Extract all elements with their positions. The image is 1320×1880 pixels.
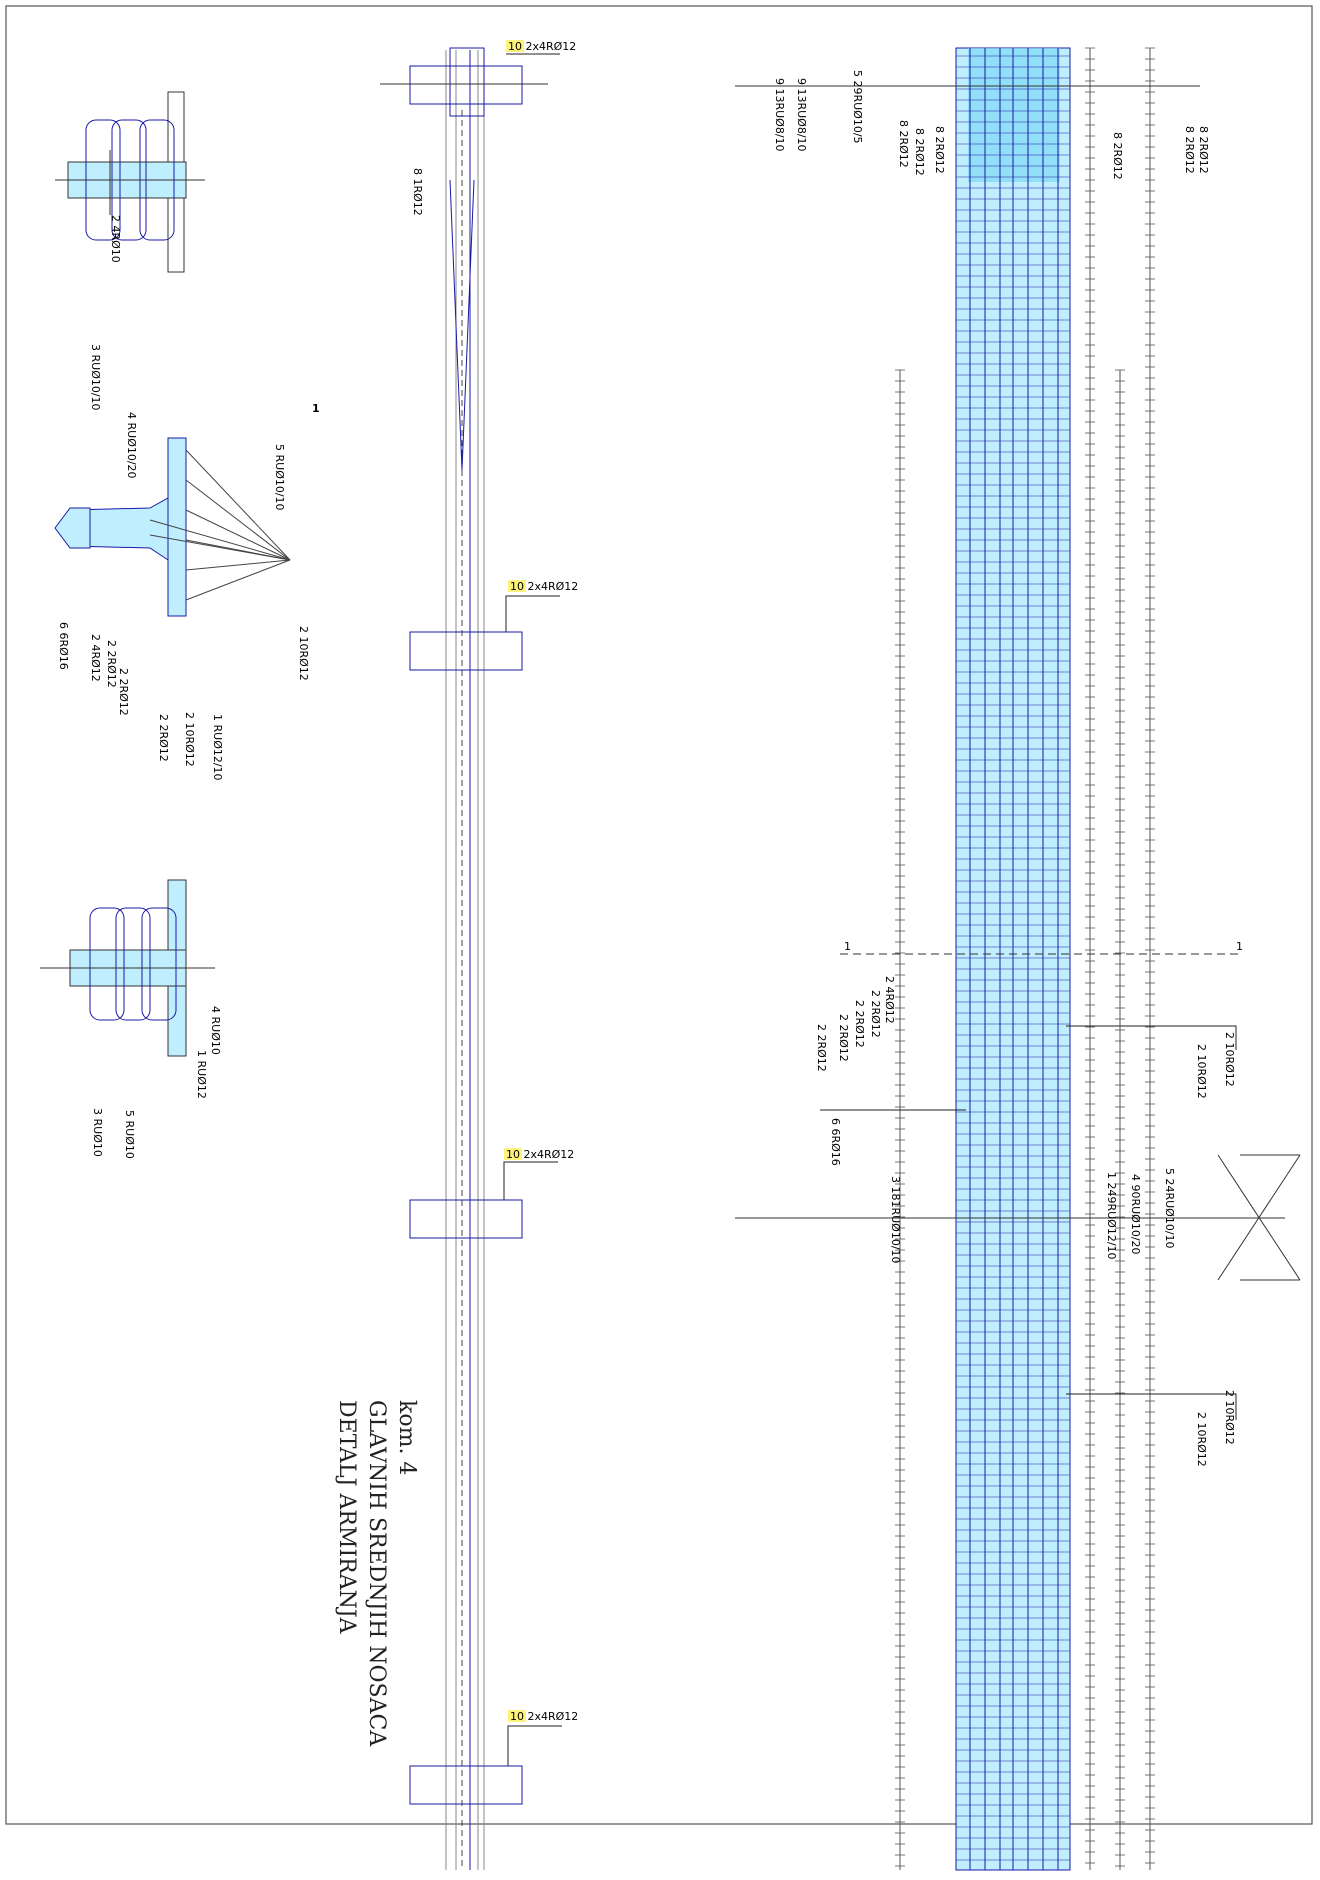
cross-section-middle — [54, 437, 291, 617]
sheet-border — [5, 5, 1313, 1825]
rebar-label: 10 2x4RØ12 — [508, 40, 576, 53]
rebar-label: 3 181RUØ10/10 — [889, 1176, 902, 1264]
rebar-label: 10 2x4RØ12 — [510, 580, 578, 593]
rebar-label: 4 RUØ10/20 — [125, 412, 138, 479]
dimension-ticks — [895, 47, 1155, 1867]
rebar-label: 2 10RØ12 — [1223, 1032, 1236, 1087]
rebar-label: 8 1RØ12 — [411, 168, 424, 216]
rebar-label: 5 29RUØ10/5 — [851, 70, 864, 144]
rebar-label: 8 2RØ12 — [933, 126, 946, 174]
rebar-label: 10 2x4RØ12 — [510, 1710, 578, 1723]
rebar-label: 3 RUØ10/10 — [89, 344, 102, 411]
rebar-label: 4 90RUØ10/20 — [1129, 1174, 1142, 1255]
rebar-label: 5 RUØ10/10 — [273, 444, 286, 511]
rebar-label: 2 10RØ12 — [1223, 1390, 1236, 1445]
rebar-label: 2 10RØ12 — [1195, 1412, 1208, 1467]
rebar-label: 6 6RØ16 — [829, 1118, 842, 1166]
rebar-label: 10 2x4RØ12 — [506, 1148, 574, 1161]
title-line-2: GLAVNIH SREDNJIH NOSACA — [364, 1400, 389, 1747]
mid-label-group: 10 2x4RØ12 8 1RØ12 10 2x4RØ12 10 2x4RØ12… — [411, 40, 578, 1723]
stirrup-lines — [956, 55, 1070, 1861]
rebar-label: 1 249RUØ12/10 — [1105, 1172, 1118, 1260]
rebar-label: 8 2RØ12 — [1111, 132, 1124, 180]
rebar-label: 2 2RØ12 — [853, 1000, 866, 1048]
rebar-label: 5 24RUØ10/10 — [1163, 1168, 1176, 1249]
cross-section-top — [55, 91, 205, 273]
section-marker: 1 — [844, 940, 851, 953]
rebar-label: 9 13RUØ8/10 — [773, 78, 786, 152]
rebar-label: 5 RUØ10 — [123, 1110, 136, 1159]
rebar-label: 2 2RØ12 — [837, 1014, 850, 1062]
beam-elevation — [380, 47, 548, 1870]
right-label-group: 5 29RUØ10/5 9 13RUØ8/10 9 13RUØ8/10 8 2R… — [773, 70, 1236, 1467]
rebar-label: 2 2RØ12 — [815, 1024, 828, 1072]
beam-plan — [735, 47, 1301, 1871]
rebar-label: 8 2RØ12 — [1183, 126, 1196, 174]
rebar-label: 9 13RUØ8/10 — [795, 78, 808, 152]
left-label-group: 2 4RØ10 3 RUØ10/10 4 RUØ10/20 5 RUØ10/10… — [57, 215, 310, 1159]
rebar-label: 4 RUØ10 — [209, 1006, 222, 1055]
rebar-label: 2 2RØ12 — [869, 990, 882, 1038]
rebar-label: 1 RUØ12/10 — [211, 714, 224, 781]
rebar-label: 8 2RØ12 — [913, 128, 926, 176]
rebar-label: 3 RUØ10 — [91, 1108, 104, 1157]
rebar-label: 2 10RØ12 — [297, 626, 310, 681]
rebar-label: 1 RUØ12 — [195, 1050, 208, 1099]
rebar-label: 2 2RØ12 — [117, 668, 130, 716]
rebar-label: 2 4RØ10 — [109, 215, 122, 263]
rebar-label: 2 4RØ12 — [89, 634, 102, 682]
rebar-label: 2 10RØ12 — [183, 712, 196, 767]
rebar-label: 2 2RØ12 — [105, 640, 118, 688]
cross-section-bottom — [40, 879, 215, 1057]
rebar-label: 8 2RØ12 — [1197, 126, 1210, 174]
leader-lines — [503, 53, 1237, 1766]
drawing-title: DETALJ ARMIRANJA GLAVNIH SREDNJIH NOSACA… — [334, 1400, 419, 1747]
section-marker: 1 — [1236, 940, 1243, 953]
rebar-label: 8 2RØ12 — [897, 120, 910, 168]
section-marker: 1 — [312, 402, 320, 415]
rebar-label: 6 6RØ16 — [57, 622, 70, 670]
rebar-label: 2 10RØ12 — [1195, 1044, 1208, 1099]
title-line-3: kom. 4 — [394, 1400, 419, 1475]
rebar-label: 2 4RØ12 — [883, 976, 896, 1024]
rebar-label: 2 2RØ12 — [157, 714, 170, 762]
title-line-1: DETALJ ARMIRANJA — [334, 1400, 359, 1635]
